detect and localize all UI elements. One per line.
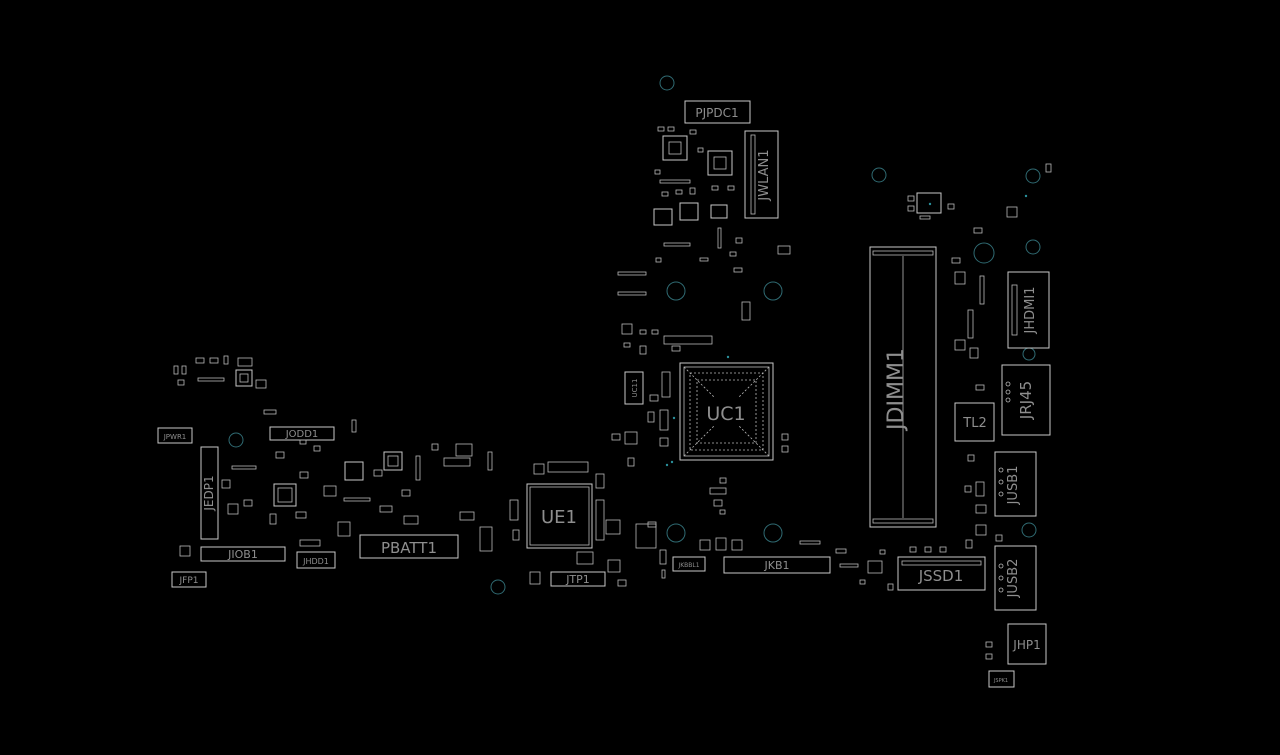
jfp1-label: JFP1 [179,576,199,586]
component-uc11[interactable]: UC11 [624,371,644,405]
jodd1-label: JODD1 [285,429,319,440]
jusb1-label: JUSB1 [1006,466,1021,506]
component-jedp1[interactable]: JEDP1 [200,446,219,540]
mount-hole [1022,347,1036,361]
component-jkbbl1[interactable]: JKBBL1 [672,556,706,572]
component-jusb2[interactable]: JUSB2 [994,545,1037,611]
mount-hole [763,281,783,301]
mount-hole [871,167,887,183]
jtp1-label: JTP1 [565,573,590,586]
uc1-label: UC1 [706,403,745,425]
mount-hole [1021,522,1037,538]
component-ue1[interactable]: UE1 [526,483,593,549]
component-jusb1[interactable]: JUSB1 [994,451,1037,517]
component-jrj45[interactable]: JRJ45 [1001,364,1051,436]
mount-hole [228,432,244,448]
component-jssd1[interactable]: JSSD1 [897,556,986,591]
component-jpwr1[interactable]: JPWR1 [157,427,193,444]
jhdd1-label: JHDD1 [302,557,329,566]
jspk1-label: JSPK1 [993,678,1008,684]
component-jhdmi1[interactable]: JHDMI1 [1007,271,1050,349]
mount-hole [490,579,506,595]
mount-hole [973,242,995,264]
jedp1-label: JEDP1 [202,475,216,511]
jkbbl1-label: JKBBL1 [677,562,699,569]
pjpdc1-label: PJPDC1 [695,106,738,120]
jdimm1-label: JDIMM1 [884,348,909,432]
component-jwlan1[interactable]: JWLAN1 [744,130,779,219]
wlan-area-parts [617,126,791,321]
jpwr1-label: JPWR1 [163,433,187,441]
mounting-holes [228,75,1041,595]
component-tl2[interactable]: TL2 [954,402,995,442]
component-jhdd1[interactable]: JHDD1 [296,551,336,569]
mount-hole [1025,168,1041,184]
bottom-center-parts [459,461,847,587]
uc1-area-parts [611,323,789,515]
component-jfp1[interactable]: JFP1 [171,571,207,588]
right-area-parts [839,163,1052,660]
mount-hole [763,523,783,543]
jusb2-label: JUSB2 [1006,559,1021,599]
pbatt1-label: PBATT1 [381,539,437,557]
mount-hole [666,281,686,301]
component-pbatt1[interactable]: PBATT1 [359,534,459,559]
jrj45-label: JRJ45 [1017,381,1035,420]
mount-hole [666,523,686,543]
component-pjpdc1[interactable]: PJPDC1 [684,100,751,124]
tl2-label: TL2 [962,416,986,431]
component-jodd1[interactable]: JODD1 [269,426,335,441]
component-jhp1[interactable]: JHP1 [1007,623,1047,665]
component-jtp1[interactable]: JTP1 [550,571,606,587]
jhp1-label: JHP1 [1012,638,1040,652]
jiob1-label: JIOB1 [227,548,258,561]
component-jdimm1[interactable]: JDIMM1 [869,246,937,528]
jhdmi1-label: JHDMI1 [1023,287,1038,335]
jwlan1-label: JWLAN1 [757,149,772,201]
mount-hole [1025,239,1041,255]
component-uc1[interactable]: UC1 [679,362,774,461]
uc11-label: UC11 [631,379,639,398]
component-jspk1[interactable]: JSPK1 [988,670,1015,688]
jssd1-label: JSSD1 [918,567,964,585]
component-jiob1[interactable]: JIOB1 [200,546,286,562]
jkb1-label: JKB1 [763,559,789,572]
ue1-label: UE1 [541,507,577,528]
component-jkb1[interactable]: JKB1 [723,556,831,574]
left-area-parts [173,355,493,557]
mount-hole [659,75,675,91]
